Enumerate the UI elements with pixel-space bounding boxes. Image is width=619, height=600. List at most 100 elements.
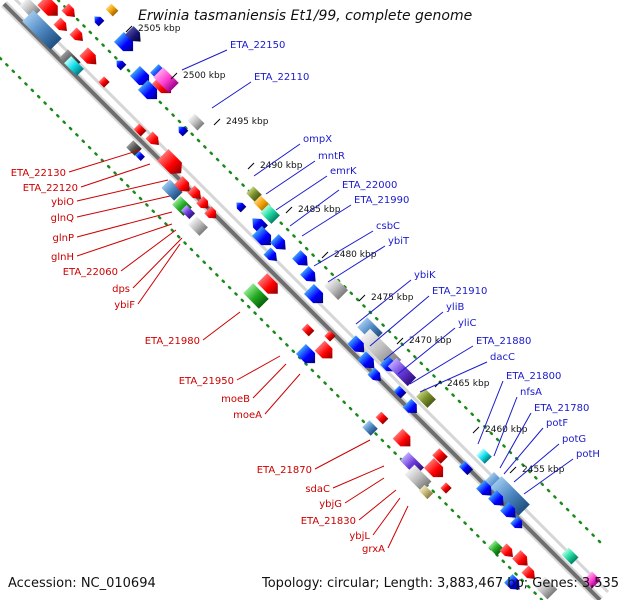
gene-label-right[interactable]: potH [576,449,600,460]
gene-feature[interactable] [357,351,378,372]
gene-label-right[interactable]: emrK [330,166,357,177]
gene-feature[interactable] [176,124,189,137]
gene-feature[interactable] [53,17,71,35]
gene-label-right[interactable]: yliB [446,302,464,313]
gene-label-right[interactable]: ETA_22150 [230,40,285,51]
gene-label-right[interactable]: dacC [490,352,515,363]
gene-feature[interactable] [387,357,417,387]
gene-feature[interactable] [187,113,205,131]
gene-feature[interactable] [392,428,416,452]
gene-feature[interactable] [157,149,187,179]
gene-feature[interactable] [490,476,530,516]
gene-feature[interactable] [300,266,320,286]
gene-label-left[interactable]: ybjL [349,531,370,542]
gene-label-left[interactable]: ETA_21870 [257,465,312,476]
gene-feature[interactable] [248,214,268,234]
gene-label-right[interactable]: ybiK [414,270,436,281]
gene-feature[interactable] [161,179,183,201]
gene-feature[interactable] [37,0,62,21]
gene-feature[interactable] [133,123,147,137]
gene-label-left[interactable]: ETA_21980 [145,336,200,347]
gene-feature[interactable] [196,196,212,212]
gene-feature[interactable] [499,543,517,561]
gene-feature[interactable] [246,186,262,202]
gene-feature[interactable] [323,275,349,301]
gene-feature[interactable] [476,448,492,464]
gene-feature[interactable] [234,200,247,213]
gene-feature[interactable] [301,323,315,337]
gene-label-left[interactable]: ETA_21830 [301,516,356,527]
gene-features[interactable] [19,0,601,600]
gene-feature[interactable] [135,151,145,161]
gene-feature[interactable] [423,457,448,482]
gene-feature[interactable] [180,204,196,220]
gene-feature[interactable] [187,185,205,203]
gene-feature[interactable] [347,335,368,356]
gene-feature[interactable] [303,283,328,308]
gene-feature[interactable] [488,490,508,510]
gene-feature[interactable] [512,550,532,570]
gene-label-right[interactable]: nfsA [520,387,542,398]
gene-feature[interactable] [362,420,378,436]
gene-label-left[interactable]: glnP [53,233,75,244]
gene-label-right[interactable]: potG [562,434,586,445]
gene-feature[interactable] [251,225,276,250]
gene-label-left[interactable]: dps [112,284,130,295]
gene-label-right[interactable]: ETA_22000 [342,180,397,191]
gene-label-right[interactable]: ETA_21880 [476,336,531,347]
gene-feature[interactable] [105,3,119,17]
gene-feature[interactable] [418,484,434,500]
gene-label-right[interactable]: ompX [303,134,332,145]
gene-label-left[interactable]: ETA_21950 [179,376,234,387]
gene-feature[interactable] [416,388,436,408]
gene-feature[interactable] [510,516,526,532]
gene-feature[interactable] [314,340,338,364]
gene-feature[interactable] [521,565,539,583]
gene-feature[interactable] [393,385,407,399]
gene-feature[interactable] [432,448,448,464]
gene-label-left[interactable]: ybiF [114,300,135,311]
gene-feature[interactable] [257,273,282,298]
gene-label-left[interactable]: ETA_22060 [63,267,118,278]
gene-label-right[interactable]: ETA_21780 [534,403,589,414]
gene-label-right[interactable]: ybiT [388,236,410,247]
gene-feature[interactable] [375,411,389,425]
gene-label-left[interactable]: ybjG [319,499,342,510]
gene-callouts[interactable]: ETA_22130ETA_22120ybiOglnQglnPglnHETA_22… [11,40,600,555]
gene-label-right[interactable]: potF [546,418,568,429]
gene-feature[interactable] [114,58,127,71]
gene-label-right[interactable]: ETA_21800 [506,371,561,382]
gene-feature[interactable] [153,67,179,93]
gene-feature[interactable] [500,502,520,522]
gene-label-left[interactable]: ETA_22120 [23,183,78,194]
gene-feature[interactable] [583,571,601,589]
gene-label-left[interactable]: ETA_22130 [11,168,66,179]
gene-feature[interactable] [488,540,504,556]
gene-feature[interactable] [137,79,162,104]
gene-label-right[interactable]: csbC [376,221,400,232]
gene-feature[interactable] [295,343,320,368]
gene-label-left[interactable]: ybiO [51,197,74,208]
gene-feature[interactable] [458,460,474,476]
gene-label-right[interactable]: ETA_21910 [432,286,487,297]
gene-feature[interactable] [402,398,421,417]
gene-label-left[interactable]: moeB [221,394,250,405]
gene-feature[interactable] [129,65,154,90]
gene-feature[interactable] [476,480,496,500]
gene-feature[interactable] [61,3,79,21]
gene-feature[interactable] [125,26,145,46]
gene-label-right[interactable]: ETA_22110 [254,72,309,83]
gene-label-right[interactable]: yliC [458,318,476,329]
gene-feature[interactable] [534,576,558,600]
gene-feature[interactable] [292,250,312,270]
gene-feature[interactable] [440,482,452,494]
gene-feature[interactable] [243,283,269,309]
gene-label-left[interactable]: glnH [51,252,74,263]
gene-feature[interactable] [367,367,385,385]
gene-feature[interactable] [69,27,87,45]
gene-feature[interactable] [174,176,194,196]
gene-feature[interactable] [22,10,62,50]
gene-feature[interactable] [92,14,105,27]
gene-feature[interactable] [561,547,579,565]
